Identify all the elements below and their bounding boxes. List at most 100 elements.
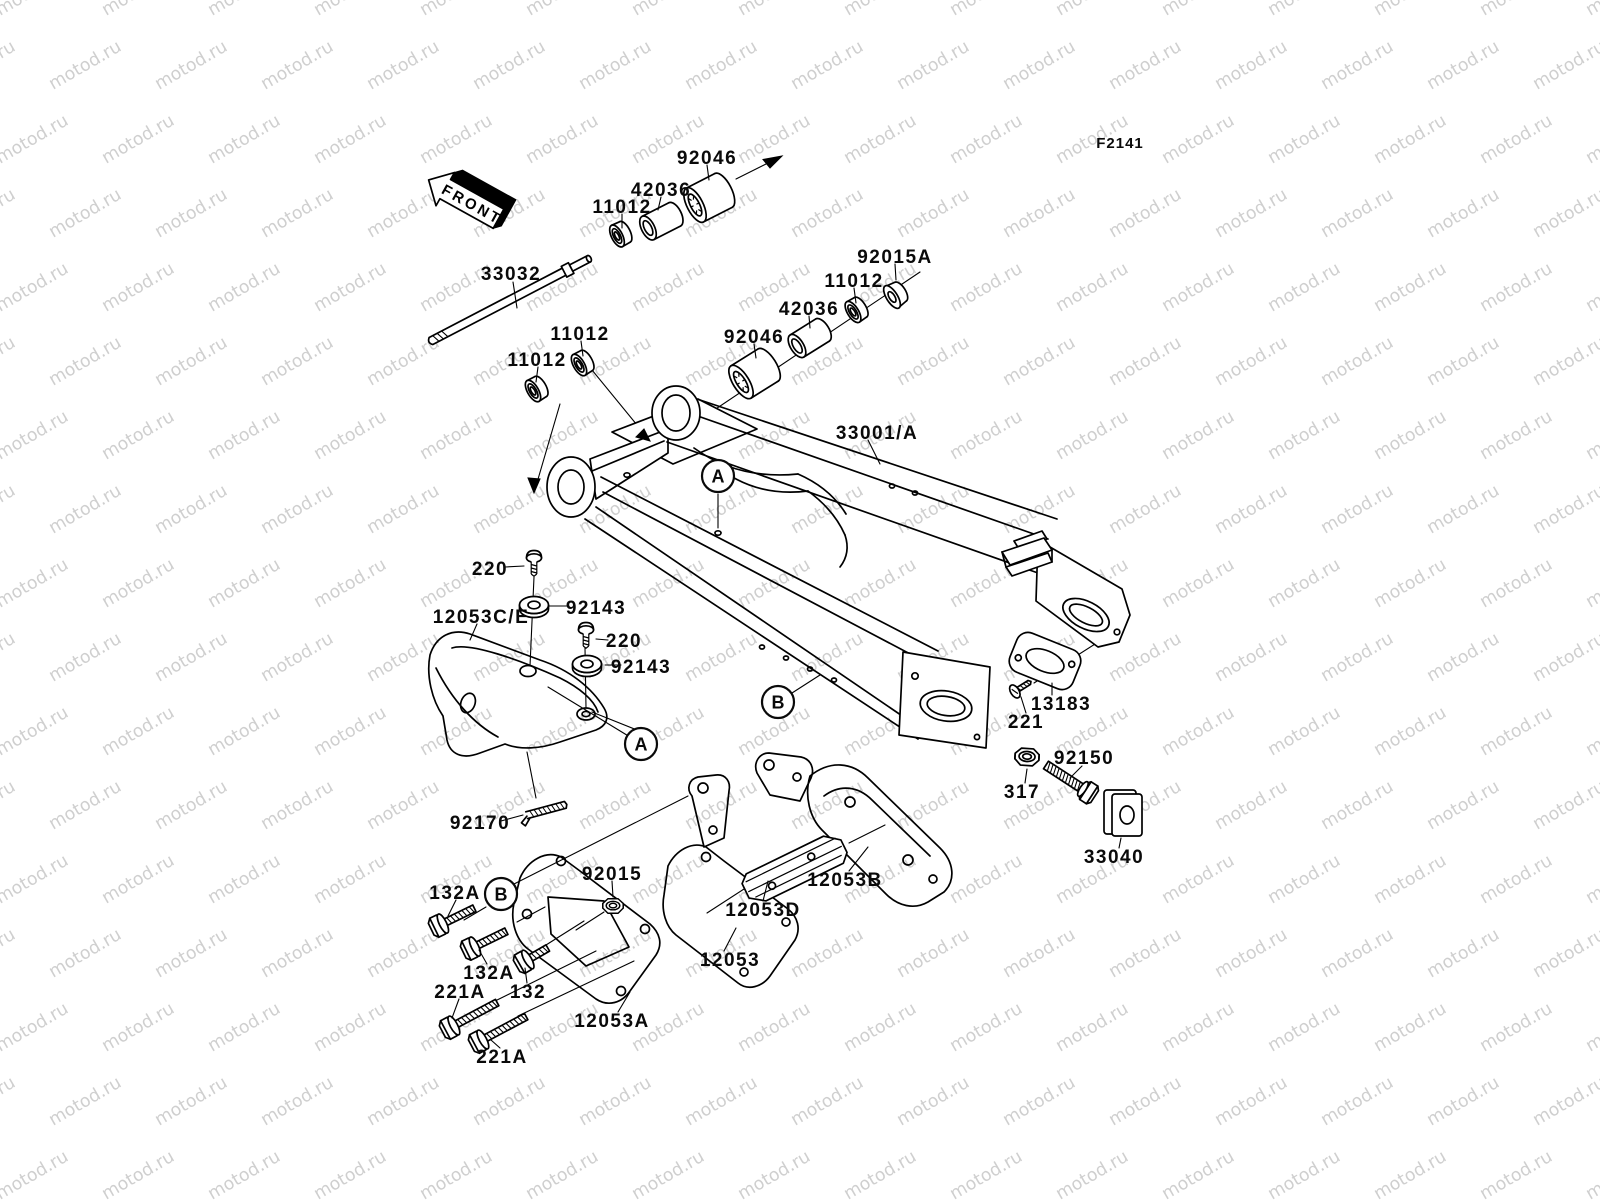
watermark-text: motod.ru xyxy=(46,333,126,390)
watermark-text: motod.ru xyxy=(1371,111,1451,168)
watermark-text: motod.ru xyxy=(0,259,72,316)
watermark-text: motod.ru xyxy=(1106,185,1186,242)
swingarm-body xyxy=(546,385,1131,749)
watermark-text: motod.ru xyxy=(311,703,391,760)
watermark-text: motod.ru xyxy=(99,1147,179,1200)
watermark-text: motod.ru xyxy=(1371,851,1451,908)
watermark-text: motod.ru xyxy=(1477,703,1557,760)
ref-marker-letter: A xyxy=(635,735,648,755)
watermark-text: motod.ru xyxy=(152,925,232,982)
pointer-arrowheads xyxy=(527,155,784,495)
watermark-text: motod.ru xyxy=(1583,1147,1600,1200)
watermark-text: motod.ru xyxy=(1424,777,1504,834)
watermark-text: motod.ru xyxy=(0,333,19,390)
watermark-text: motod.ru xyxy=(788,37,868,94)
watermark-text: motod.ru xyxy=(1583,999,1600,1056)
watermark-text: motod.ru xyxy=(788,925,868,982)
watermark-text: motod.ru xyxy=(99,851,179,908)
watermark-text: motod.ru xyxy=(788,185,868,242)
watermark-text: motod.ru xyxy=(470,37,550,94)
watermark-text: motod.ru xyxy=(258,925,338,982)
watermark-text: motod.ru xyxy=(1583,851,1600,908)
label-leader-lines xyxy=(447,159,1122,1049)
watermark-text: motod.ru xyxy=(0,925,19,982)
watermark-text: motod.ru xyxy=(629,1147,709,1200)
watermark-text: motod.ru xyxy=(0,777,19,834)
watermark-text: motod.ru xyxy=(46,777,126,834)
watermark-text: motod.ru xyxy=(1318,333,1398,390)
watermark-text: motod.ru xyxy=(576,37,656,94)
part-label-92015: 92015 xyxy=(582,864,642,885)
watermark-text: motod.ru xyxy=(1371,999,1451,1056)
watermark-text: motod.ru xyxy=(470,481,550,538)
part-label-12053B: 12053B xyxy=(807,870,883,891)
watermark-text: motod.ru xyxy=(841,999,921,1056)
watermark-text: motod.ru xyxy=(205,0,285,20)
ref-marker-B: B xyxy=(760,684,796,720)
watermark-text: motod.ru xyxy=(205,111,285,168)
watermark-text: motod.ru xyxy=(0,555,72,612)
watermark-text: motod.ru xyxy=(1159,0,1239,20)
watermark-text: motod.ru xyxy=(205,851,285,908)
watermark-text: motod.ru xyxy=(311,1147,391,1200)
watermark-text: motod.ru xyxy=(1583,111,1600,168)
watermark-text: motod.ru xyxy=(629,555,709,612)
watermark-text: motod.ru xyxy=(1477,0,1557,20)
watermark-text: motod.ru xyxy=(682,1073,762,1130)
watermark-text: motod.ru xyxy=(152,1073,232,1130)
watermark-text: motod.ru xyxy=(1106,481,1186,538)
watermark-text: motod.ru xyxy=(1583,0,1600,20)
watermark-text: motod.ru xyxy=(152,777,232,834)
watermark-text: motod.ru xyxy=(364,629,444,686)
watermark-text: motod.ru xyxy=(523,1147,603,1200)
watermark-text: motod.ru xyxy=(311,259,391,316)
watermark-text: motod.ru xyxy=(1530,333,1600,390)
watermark-text: motod.ru xyxy=(417,1147,497,1200)
watermark-text: motod.ru xyxy=(1265,0,1345,20)
watermark-text: motod.ru xyxy=(947,407,1027,464)
watermark-text: motod.ru xyxy=(1053,407,1133,464)
watermark-text: motod.ru xyxy=(947,851,1027,908)
watermark-text: motod.ru xyxy=(1212,185,1292,242)
watermark-text: motod.ru xyxy=(1265,259,1345,316)
watermark-text: motod.ru xyxy=(1424,629,1504,686)
watermark-text: motod.ru xyxy=(205,999,285,1056)
watermark-text: motod.ru xyxy=(1212,925,1292,982)
watermark-text: motod.ru xyxy=(470,1073,550,1130)
watermark-text: motod.ru xyxy=(364,185,444,242)
watermark-text: motod.ru xyxy=(205,407,285,464)
screw-220-a xyxy=(525,549,543,578)
ref-marker-letter: A xyxy=(712,467,725,487)
watermark-text: motod.ru xyxy=(1265,999,1345,1056)
part-label-42036: 42036 xyxy=(779,299,839,320)
watermark-text: motod.ru xyxy=(99,0,179,20)
watermark-text: motod.ru xyxy=(1583,703,1600,760)
watermark-text: motod.ru xyxy=(894,925,974,982)
watermark-text: motod.ru xyxy=(205,703,285,760)
part-label-12053D: 12053D xyxy=(725,900,801,921)
watermark-text: motod.ru xyxy=(841,111,921,168)
ref-marker-A: A xyxy=(700,458,736,494)
watermark-text: motod.ru xyxy=(894,37,974,94)
watermark-text: motod.ru xyxy=(1000,1073,1080,1130)
part-label-220: 220 xyxy=(472,559,508,580)
watermark-text: motod.ru xyxy=(788,629,868,686)
part-label-33001A: 33001/A xyxy=(836,423,918,444)
front-arrow-face xyxy=(427,171,505,230)
part-label-317: 317 xyxy=(1004,782,1040,803)
watermark-text: motod.ru xyxy=(364,37,444,94)
watermark-text: motod.ru xyxy=(1159,1147,1239,1200)
part-label-42036: 42036 xyxy=(631,180,691,201)
watermark-text: motod.ru xyxy=(1371,259,1451,316)
watermark-text: motod.ru xyxy=(947,999,1027,1056)
watermark-text: motod.ru xyxy=(311,111,391,168)
watermark-text: motod.ru xyxy=(258,629,338,686)
watermark-text: motod.ru xyxy=(258,1073,338,1130)
watermark-text: motod.ru xyxy=(0,37,19,94)
ref-marker-letter: B xyxy=(772,693,785,713)
watermark-text: motod.ru xyxy=(0,407,72,464)
watermark-text: motod.ru xyxy=(1318,925,1398,982)
watermark-text: motod.ru xyxy=(1265,1147,1345,1200)
watermark-text: motod.ru xyxy=(1000,37,1080,94)
